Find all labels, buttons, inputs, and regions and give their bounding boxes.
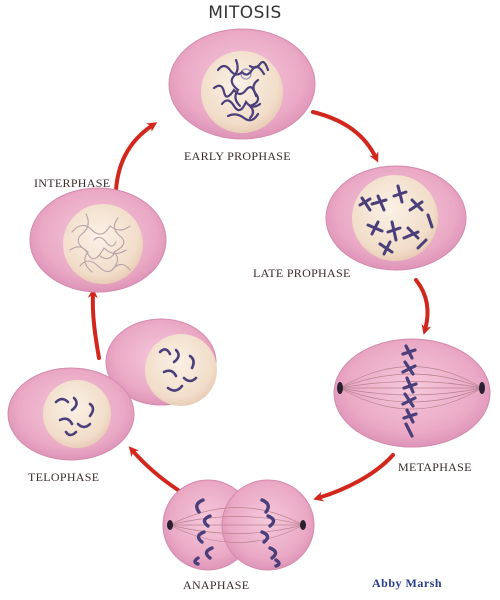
diffuse-chromatin <box>69 213 131 273</box>
centrosome-left <box>337 382 343 394</box>
spindle-fibers <box>169 507 304 543</box>
label-late-prophase: LATE PROPHASE <box>253 266 351 280</box>
arrow-metaphase-to-anaphase <box>313 453 395 502</box>
aligned-chromosomes <box>401 344 418 438</box>
anaphase-cell <box>162 479 315 571</box>
cycle-arrows <box>87 110 432 502</box>
label-metaphase: METAPHASE <box>398 460 472 474</box>
interphase-cell <box>29 187 167 293</box>
telophase-cells <box>7 318 217 461</box>
label-telophase: TELOPHASE <box>28 470 100 484</box>
centrosome-right <box>479 382 485 394</box>
condensing-chromatin <box>212 58 270 122</box>
arrow-early-to-late <box>311 110 379 163</box>
separating-chromatids <box>193 498 281 568</box>
daughter-chromosomes <box>54 348 198 437</box>
author-credit: Abby Marsh <box>372 576 443 590</box>
arrow-anaphase-to-telophase <box>128 446 180 492</box>
label-anaphase: ANAPHASE <box>183 578 250 592</box>
arrow-late-to-metaphase <box>414 278 432 335</box>
label-early-prophase: EARLY PROPHASE <box>184 149 291 163</box>
diagram-title: MITOSIS <box>208 3 282 23</box>
centrosome-left <box>167 520 173 530</box>
arrow-telophase-to-interphase <box>87 288 101 360</box>
label-interphase: INTERPHASE <box>34 176 111 190</box>
early-prophase-cell <box>168 28 316 140</box>
late-prophase-cell <box>325 165 467 271</box>
metaphase-cell <box>333 338 491 448</box>
centrosome-right <box>300 520 306 530</box>
condensed-chromosomes <box>358 184 434 256</box>
arrow-interphase-to-early <box>114 122 158 192</box>
